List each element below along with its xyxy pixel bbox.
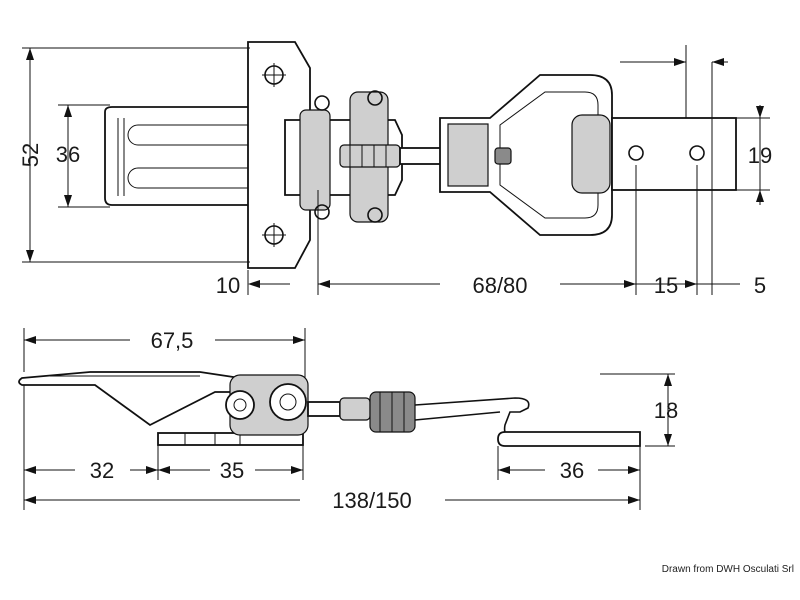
dim-keeper-mid: 15 (654, 273, 678, 298)
dim-base-mid: 35 (220, 458, 244, 483)
side-keeper (497, 431, 641, 447)
dim-side-height: 18 (654, 398, 678, 423)
top-view-latch (104, 41, 737, 269)
dim-length-hook: 68/80 (472, 273, 527, 298)
side-spring (339, 397, 371, 421)
side-pivot-right (269, 383, 307, 421)
keeper-hole-right (689, 145, 705, 161)
top-view-dimension-lines (22, 45, 770, 295)
latch-mounting-flange (247, 41, 311, 269)
dim-keeper-len: 36 (560, 458, 584, 483)
dim-offset-left: 10 (216, 273, 240, 298)
side-view-dimension-labels: 67,5 18 32 35 36 138/150 (90, 328, 678, 513)
latch-spring (339, 144, 401, 168)
dim-height-overall: 52 (18, 143, 43, 167)
drawing-credit: Drawn from DWH Osculati Srl (661, 564, 794, 575)
latch-hook-frame (439, 74, 613, 236)
side-view-latch (18, 371, 641, 447)
dim-height-base: 36 (56, 142, 80, 167)
side-pivot-left (225, 390, 255, 420)
dim-keeper-height: 19 (748, 143, 772, 168)
dim-length-lever: 67,5 (151, 328, 194, 353)
dim-base-left: 32 (90, 458, 114, 483)
side-lever (18, 371, 241, 427)
dim-keeper-end: 5 (754, 273, 766, 298)
top-view-dimension-labels: 52 36 10 68/80 15 5 19 (18, 142, 772, 298)
dim-length-total: 138/150 (332, 488, 412, 513)
keeper-hole-left (628, 145, 644, 161)
keeper-plate (611, 117, 737, 191)
side-view-dimension-lines (23, 328, 675, 510)
side-base-plate (157, 432, 304, 446)
